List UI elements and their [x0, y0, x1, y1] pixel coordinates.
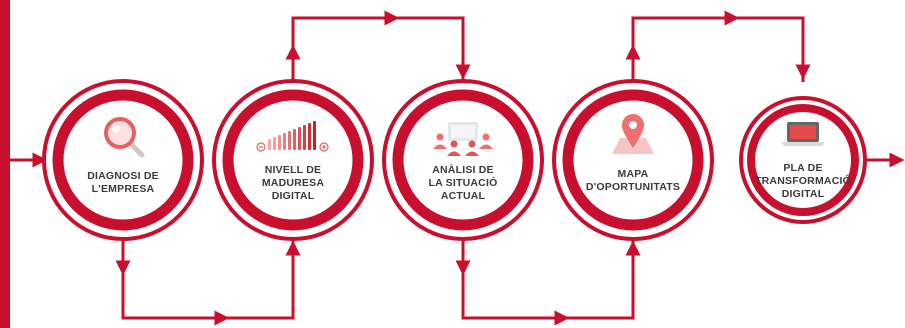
step-label-line: ACTUAL — [440, 190, 486, 202]
step-label-line: L'EMPRESA — [91, 183, 155, 195]
step-label-line: DIAGNOSI DE — [87, 170, 159, 182]
connector-1-2 — [115, 238, 301, 326]
maturity-bars-icon — [256, 121, 329, 152]
step-label-line: NIVELL DE — [264, 164, 322, 176]
step-circle-mapa — [552, 79, 714, 241]
step-label-line: ANÀLISI DE — [432, 164, 494, 176]
step-label-line: MAPA — [617, 168, 649, 180]
map-pin-icon — [612, 114, 654, 154]
magnifier-icon — [104, 117, 145, 158]
laptop-icon — [781, 122, 825, 146]
step-label-line: DIGITAL — [271, 190, 315, 202]
step-circle-analisi — [382, 79, 544, 241]
step-label-mapa: MAPA D'OPORTUNITATS — [574, 168, 692, 194]
connector-4-5 — [625, 10, 811, 82]
step-label-line: PLA DE — [783, 162, 823, 174]
connector-3-4 — [455, 238, 641, 326]
step-label-nivell: NIVELL DE MADURESA DIGITAL — [234, 164, 352, 203]
step-label-line: LA SITUACIÓ — [428, 177, 498, 189]
step-label-line: MADURESA — [261, 177, 325, 189]
step-label-line: TRANSFORMACIÓ — [755, 175, 851, 187]
step-circle-nivell — [212, 79, 374, 241]
connector-2-3 — [285, 10, 471, 82]
step-label-analisi: ANÀLISI DE LA SITUACIÓ ACTUAL — [404, 164, 522, 203]
step-label-line: DIGITAL — [781, 188, 825, 200]
step-label-line: D'OPORTUNITATS — [585, 181, 681, 193]
step-circle-pla — [739, 96, 867, 224]
presentation-group-icon — [433, 122, 493, 156]
left-accent-bar — [0, 0, 10, 328]
step-label-diagnosi: DIAGNOSI DE L'EMPRESA — [64, 170, 182, 196]
step-label-pla: PLA DE TRANSFORMACIÓ DIGITAL — [744, 162, 862, 201]
step-circle-diagnosi — [42, 79, 204, 241]
